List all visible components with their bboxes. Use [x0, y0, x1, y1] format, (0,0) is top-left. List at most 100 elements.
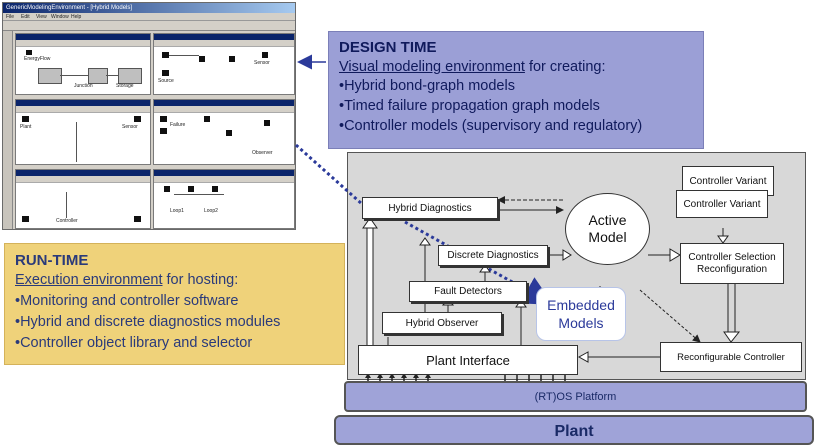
- discrete-diagnostics-label: Discrete Diagnostics: [447, 250, 539, 261]
- arrow-active-model-to-reconfigurable-controller: [639, 289, 701, 343]
- model-link: [106, 75, 118, 76]
- arrow-hybrid-diagnostics-to-active-model: [497, 196, 564, 214]
- design-time-title: DESIGN TIME: [339, 39, 437, 56]
- design-time-item-controller-models: •Controller models (supervisory and regu…: [339, 118, 643, 134]
- pane-label: Plant: [20, 124, 32, 130]
- screenshot-palette: [3, 31, 13, 229]
- pane-label: Controller: [56, 218, 78, 224]
- plant-interface-node: Plant Interface: [358, 345, 578, 375]
- model-block: [118, 68, 142, 84]
- controller-variant-doc-2: Controller Variant: [676, 190, 768, 218]
- pane-label: Sensor: [122, 124, 138, 130]
- active-model-ellipse: Active Model: [565, 193, 650, 265]
- plant-layer: Plant: [334, 415, 814, 445]
- model-port: [164, 186, 170, 192]
- pane-label: EnergyFlow: [24, 56, 51, 62]
- arrow-active-model-to-controller-selection: [648, 248, 681, 262]
- screenshot-menubar: File Edit View Window Help: [3, 13, 295, 21]
- controller-selection-label-2: Reconfiguration: [696, 263, 768, 275]
- rtos-platform-label: (RT)OS Platform: [534, 390, 617, 403]
- discrete-diagnostics-node: Discrete Diagnostics: [438, 245, 548, 266]
- hybrid-diagnostics-label: Hybrid Diagnostics: [388, 202, 472, 214]
- model-port: [162, 52, 169, 58]
- model-link: [169, 55, 199, 56]
- model-port: [199, 56, 205, 62]
- run-time-title: RUN-TIME: [15, 252, 89, 269]
- rtos-platform: (RT)OS Platform: [344, 381, 807, 412]
- model-port: [226, 130, 232, 136]
- run-time-panel: RUN-TIME Execution environment for hosti…: [4, 243, 345, 365]
- model-port: [262, 52, 268, 58]
- design-time-panel: DESIGN TIME Visual modeling environment …: [328, 31, 704, 149]
- reconfigurable-controller-node: Reconfigurable Controller: [660, 342, 802, 372]
- arrow-reconfigurable-controller-to-plant-interface: [577, 351, 660, 363]
- arrow-hybrid-observer-to-discrete-diagnostics: [419, 237, 431, 314]
- pane-titlebar: [16, 100, 150, 106]
- pane-label: Observer: [252, 150, 273, 156]
- screenshot-titlebar: GenericModelingEnvironment - [Hybrid Mod…: [3, 3, 295, 13]
- plant-interface-label: Plant Interface: [426, 352, 510, 368]
- model-port: [22, 116, 29, 122]
- pane-titlebar: [16, 170, 150, 176]
- hybrid-observer-node: Hybrid Observer: [382, 312, 502, 334]
- model-port: [160, 128, 167, 134]
- run-time-item-library: •Controller object library and selector: [15, 335, 253, 351]
- controller-variant-label-1: Controller Variant: [689, 175, 767, 187]
- menu-view: View: [36, 14, 47, 20]
- model-link: [60, 75, 88, 76]
- model-port: [134, 216, 141, 222]
- pane-label: Sensor: [254, 60, 270, 66]
- menu-window: Window: [51, 14, 69, 20]
- model-block: [88, 68, 108, 84]
- pane-titlebar: [154, 100, 294, 106]
- arrow-plant-interface-to-hybrid-diagnostics: [362, 217, 378, 345]
- model-pane-1: EnergyFlow Junction Storage: [15, 33, 151, 95]
- controller-selection-label-1: Controller Selection: [688, 251, 776, 263]
- model-port: [26, 50, 32, 55]
- model-pane-4: Failure Observer: [153, 99, 295, 165]
- arrow-observer-to-fault-detectors: [441, 298, 455, 313]
- run-time-subtitle: Execution environment for hosting:: [15, 272, 238, 288]
- plant-label: Plant: [554, 423, 594, 440]
- pane-label: Failure: [170, 122, 186, 128]
- pane-titlebar: [154, 170, 294, 176]
- design-time-subtitle: Visual modeling environment for creating…: [339, 59, 606, 75]
- menu-file: File: [6, 14, 15, 20]
- model-port: [162, 70, 169, 76]
- model-block: [38, 68, 62, 84]
- pane-tabs: [16, 106, 150, 113]
- arrow-discrete-diagnostics-to-active-model: [548, 249, 572, 261]
- controller-selection-node: Controller Selection Reconfiguration: [680, 243, 784, 284]
- fault-detectors-node: Fault Detectors: [409, 281, 527, 302]
- run-time-subtitle-underlined: Execution environment: [15, 272, 163, 288]
- model-port: [229, 56, 235, 62]
- modeling-tool-screenshot: GenericModelingEnvironment - [Hybrid Mod…: [2, 2, 296, 230]
- pane-label: Loop1: [170, 208, 184, 214]
- pane-titlebar: [16, 34, 150, 40]
- model-pane-2: Source Sensor: [153, 33, 295, 95]
- screenshot-window-title: GenericModelingEnvironment - [Hybrid Mod…: [6, 5, 133, 11]
- model-port: [264, 120, 270, 126]
- arrow-controller-variant-to-selection: [717, 228, 729, 244]
- design-time-item-hybrid-bond-graph: •Hybrid bond-graph models: [339, 78, 515, 94]
- embedded-models-label-2: Models: [558, 315, 604, 331]
- active-model-label-2: Model: [588, 229, 627, 245]
- embedded-models-label-1: Embedded: [547, 297, 615, 313]
- run-time-item-diagnostics: •Hybrid and discrete diagnostics modules: [15, 314, 281, 330]
- model-pane-5: Controller: [15, 169, 151, 229]
- pane-tabs: [154, 176, 294, 183]
- pane-titlebar: [154, 34, 294, 40]
- menu-help: Help: [71, 14, 82, 20]
- design-time-subtitle-underlined: Visual modeling environment: [339, 59, 525, 75]
- model-port: [212, 186, 218, 192]
- pane-label: Source: [158, 78, 174, 84]
- screenshot-toolbar: [3, 21, 295, 31]
- reconfigurable-controller-label: Reconfigurable Controller: [677, 351, 785, 363]
- design-time-item-tfpg: •Timed failure propagation graph models: [339, 98, 600, 114]
- model-link: [174, 194, 224, 195]
- dotted-link-screenshot-to-diagnostics: [295, 143, 363, 206]
- arrow-plant-interface-to-fault-detectors: [515, 299, 527, 345]
- arrow-selection-to-reconfigurable-controller: [723, 284, 741, 343]
- pane-tabs: [16, 176, 150, 183]
